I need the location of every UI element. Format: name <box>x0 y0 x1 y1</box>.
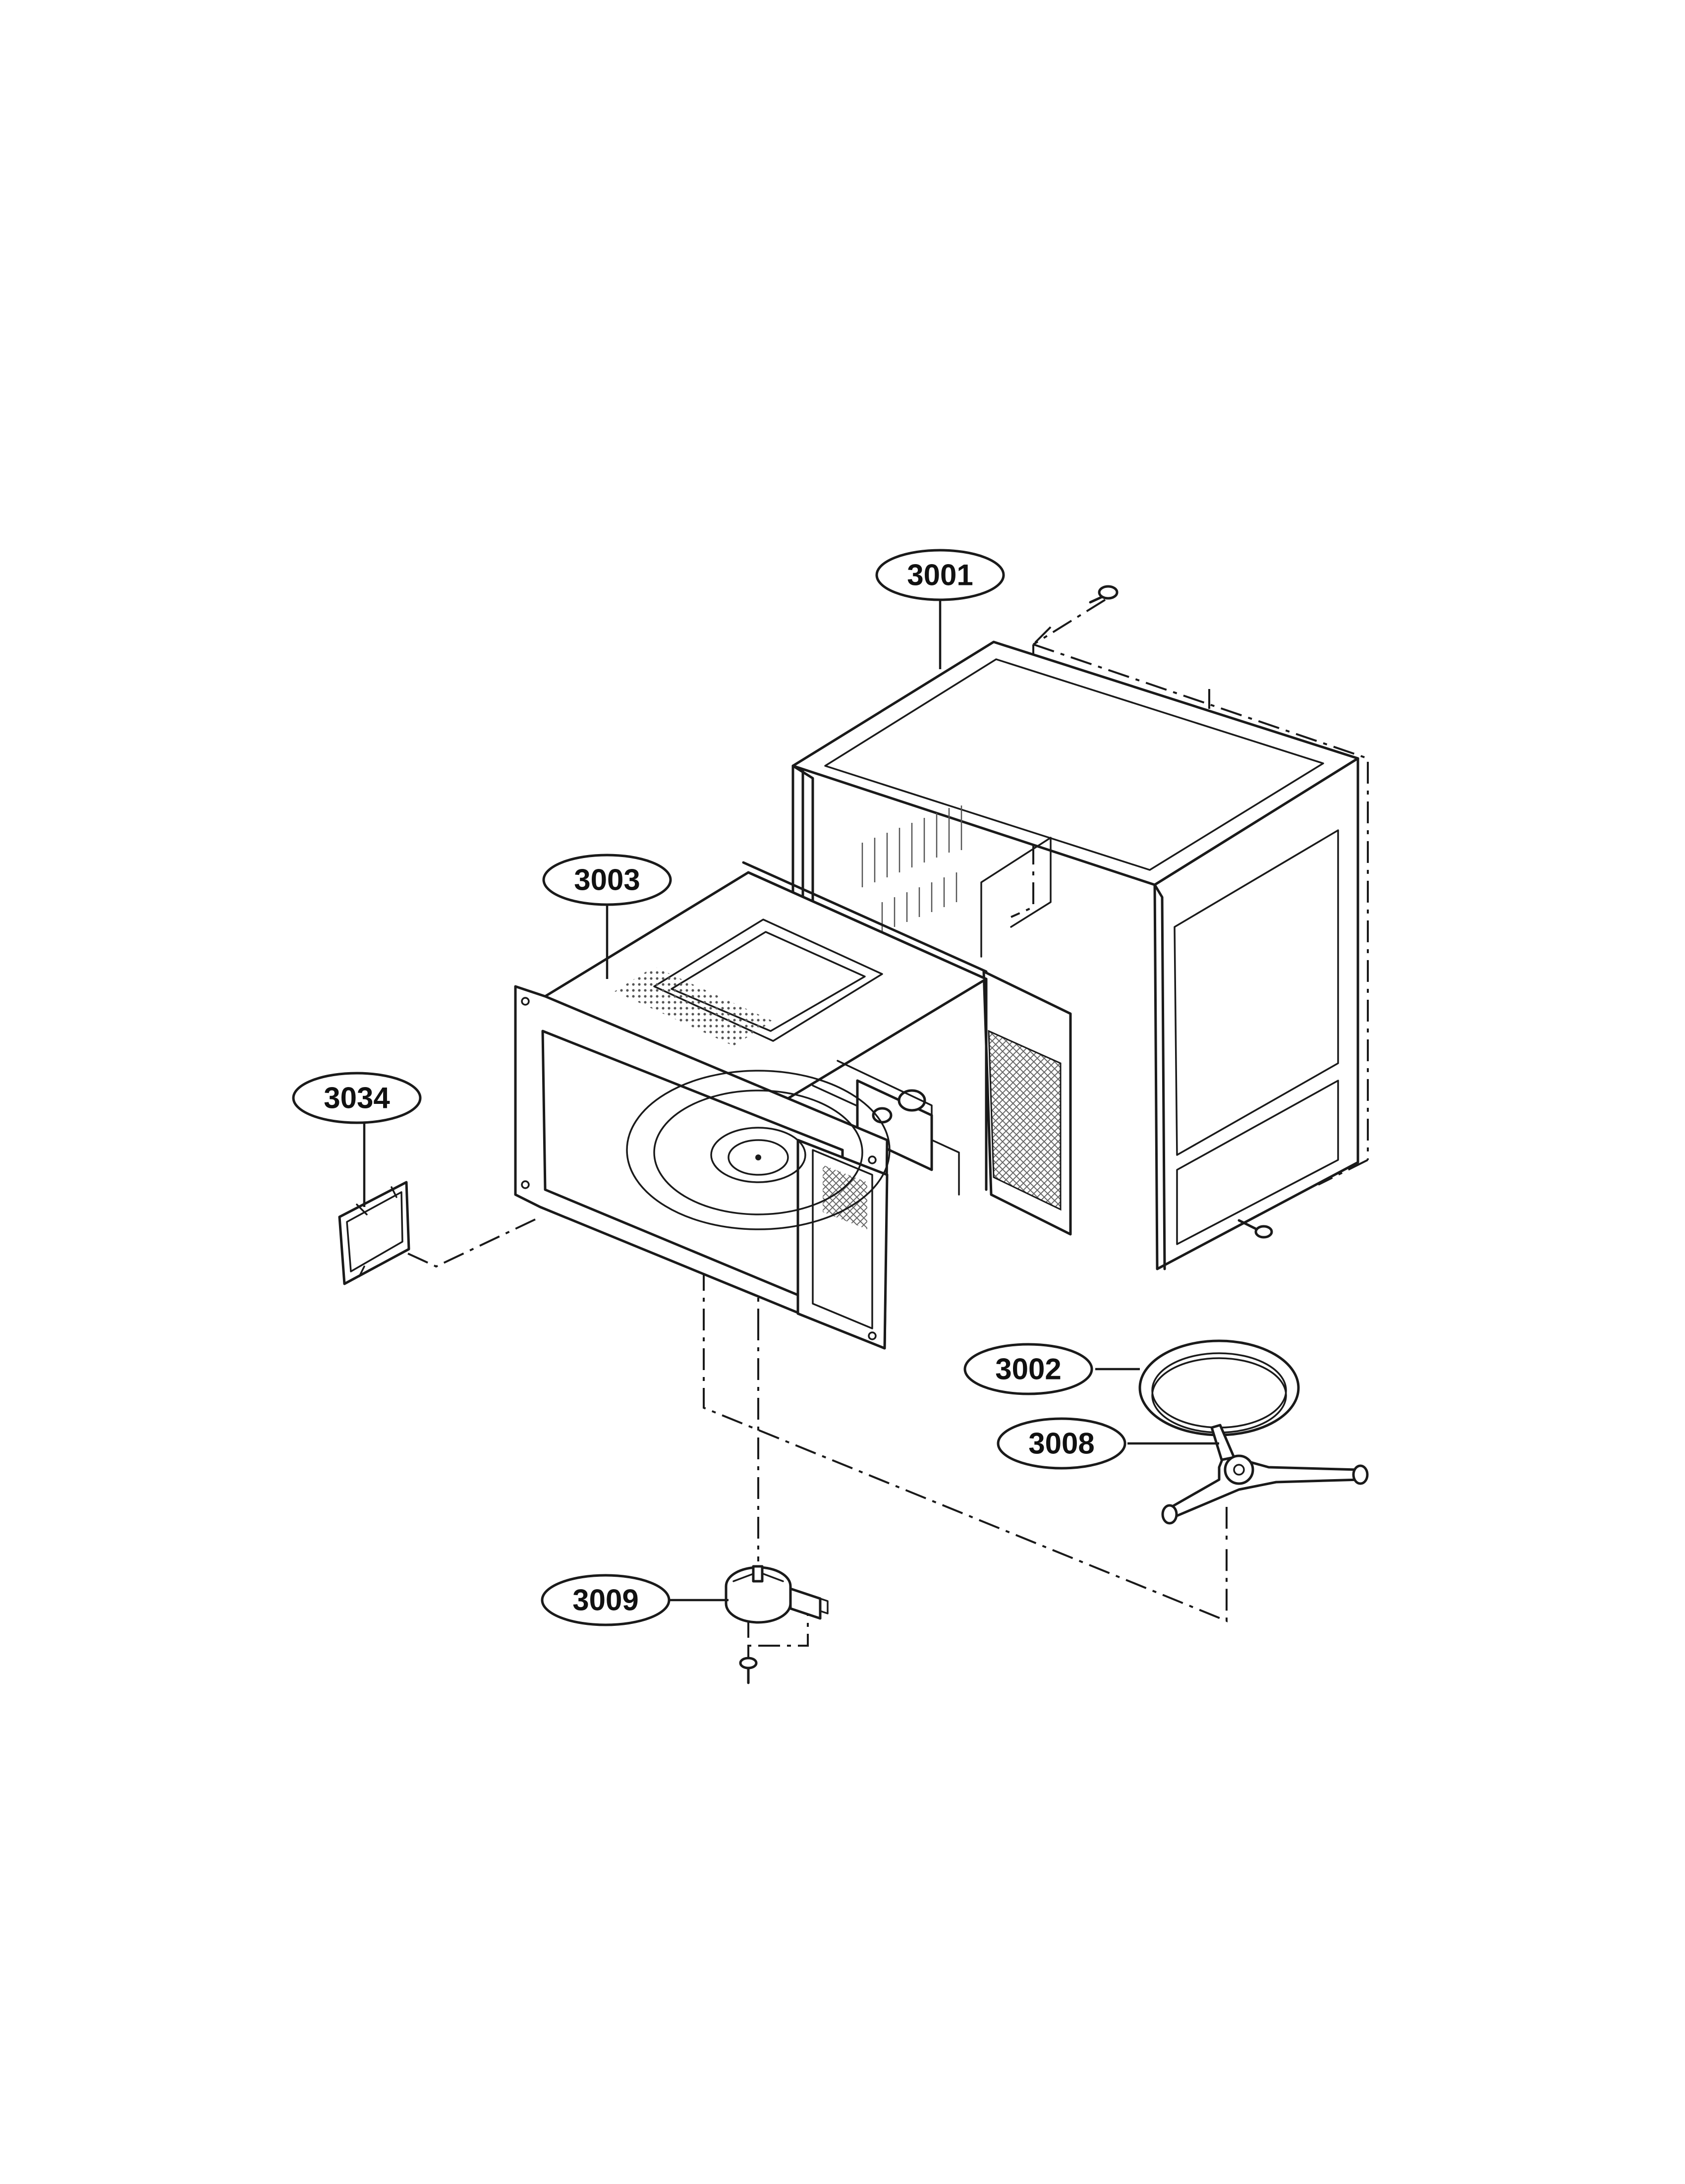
callout-3001[interactable]: 3001 <box>875 549 1005 601</box>
case-screw-bottom <box>1237 1219 1273 1239</box>
callout-3002[interactable]: 3002 <box>963 1343 1093 1395</box>
callout-label: 3001 <box>907 559 973 592</box>
callout-3034[interactable]: 3034 <box>292 1072 422 1124</box>
callout-3003[interactable]: 3003 <box>542 854 672 906</box>
callout-label: 3009 <box>572 1584 638 1617</box>
callout-label: 3003 <box>574 863 640 897</box>
glass-tray-part[interactable] <box>1138 1339 1300 1437</box>
roller-ring-part[interactable] <box>1161 1424 1369 1525</box>
callout-label: 3002 <box>995 1353 1061 1386</box>
motor-screw <box>739 1657 758 1684</box>
callout-label: 3008 <box>1028 1427 1094 1460</box>
callout-3008[interactable]: 3008 <box>997 1417 1126 1470</box>
callout-label: 3034 <box>324 1082 390 1115</box>
turntable-motor-part[interactable] <box>725 1565 829 1684</box>
case-screw-top <box>1089 585 1119 604</box>
cavity-assembly-part[interactable] <box>514 861 1072 1350</box>
outer-case-part[interactable] <box>791 585 1359 1270</box>
lamp-cover-part[interactable] <box>338 1181 410 1285</box>
leader-lines <box>363 595 1219 1602</box>
callout-3009[interactable]: 3009 <box>541 1574 671 1626</box>
